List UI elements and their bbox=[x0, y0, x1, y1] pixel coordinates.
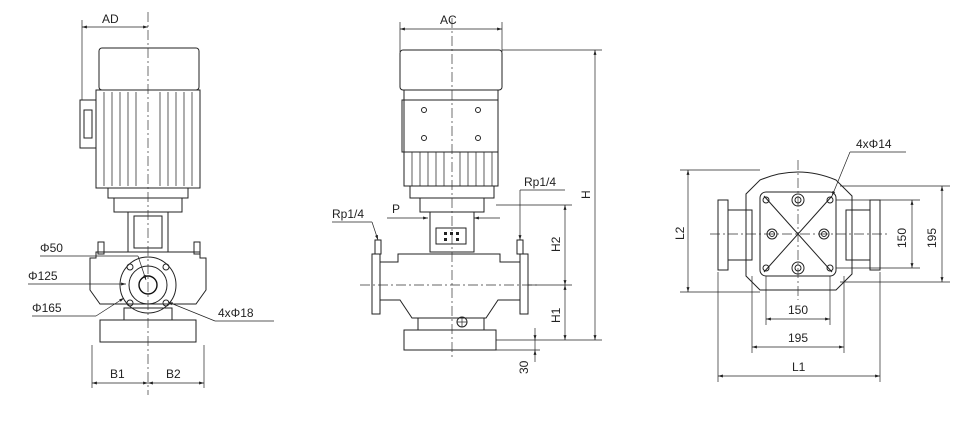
front-dimensions: AD Φ50 Φ125 Φ165 4xΦ18 B1 B2 bbox=[28, 12, 274, 388]
dim-h: H bbox=[579, 190, 593, 199]
dim-h195: 195 bbox=[925, 228, 939, 248]
dim-phi165: Φ165 bbox=[32, 301, 62, 315]
dim-ad: AD bbox=[102, 12, 119, 26]
side-motor-fins bbox=[411, 152, 493, 186]
dim-l1: L1 bbox=[792, 360, 806, 374]
dim-holes-18: 4xΦ18 bbox=[218, 306, 254, 320]
motor-cooling-fins bbox=[103, 92, 193, 186]
side-dimensions: AC Rp1/4 Rp1/4 P H H2 H1 30 bbox=[332, 13, 602, 374]
front-view bbox=[79, 12, 207, 395]
dim-phi50: Φ50 bbox=[40, 241, 63, 255]
dim-p: P bbox=[392, 202, 400, 216]
terminal-box-screws bbox=[421, 107, 481, 141]
dim-l2: L2 bbox=[673, 226, 687, 240]
label-rp-right: Rp1/4 bbox=[524, 175, 556, 189]
dim-b1: B1 bbox=[110, 367, 125, 381]
dim-phi125: Φ125 bbox=[28, 269, 58, 283]
dim-w150: 150 bbox=[788, 303, 808, 317]
dim-h2: H2 bbox=[549, 236, 563, 252]
top-dimensions: 4xΦ14 L2 150 195 150 195 L1 bbox=[673, 137, 950, 382]
label-rp-left: Rp1/4 bbox=[332, 207, 364, 221]
dim-base-30: 30 bbox=[517, 360, 531, 374]
dim-b2: B2 bbox=[166, 367, 181, 381]
dim-w195: 195 bbox=[788, 331, 808, 345]
dim-ac: AC bbox=[440, 13, 457, 27]
dim-holes-14: 4xΦ14 bbox=[856, 137, 892, 151]
top-view bbox=[710, 160, 890, 300]
dim-h150: 150 bbox=[895, 228, 909, 248]
dim-h1: H1 bbox=[549, 307, 563, 323]
side-view bbox=[360, 18, 540, 360]
